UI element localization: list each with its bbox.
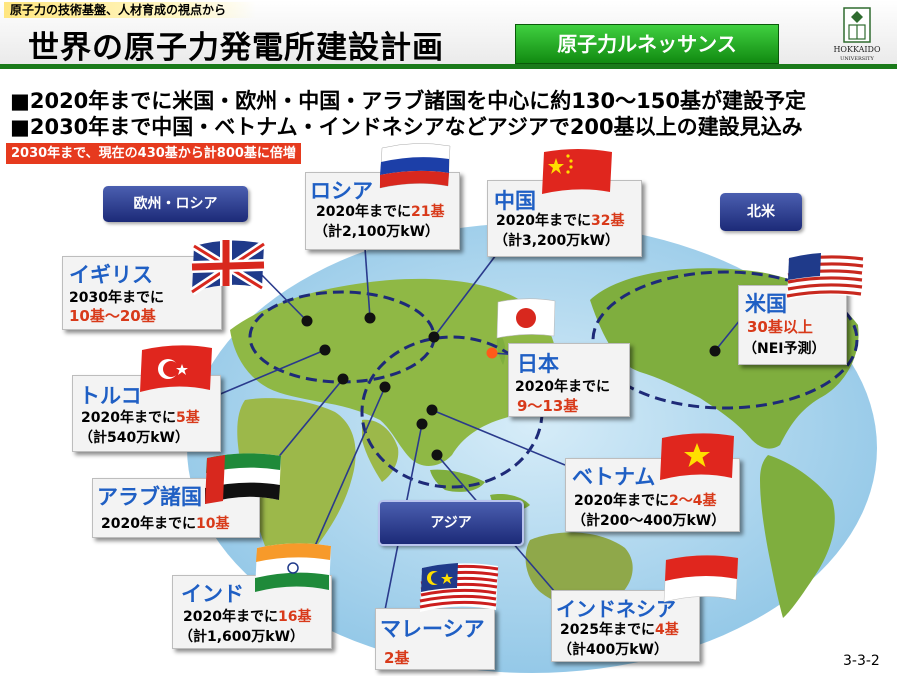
flag-india-icon (255, 543, 331, 592)
callout-china: 中国 2020年までに32基 （計3,200万kW） (487, 180, 642, 257)
china-capacity: （計3,200万kW） (494, 233, 620, 249)
japan-plan-period: 2020年までに (515, 379, 610, 395)
callout-arab: アラブ諸国 2020年までに10基 (92, 478, 260, 538)
flag-russia-icon (379, 143, 451, 189)
callout-india: インド 2020年までに16基 （計1,600万kW） (172, 575, 332, 649)
china-plan: 2020年までに32基 (496, 213, 625, 229)
callout-indonesia: インドネシア 2025年までに4基 （計400万kW） (551, 590, 700, 662)
usa-source: （NEI予測） (743, 341, 826, 357)
vietnam-plan: 2020年までに2～4基 (574, 493, 717, 509)
logo-text: HOKKAIDO (833, 45, 881, 54)
uk-plan-period: 2030年までに (69, 290, 164, 306)
indonesia-capacity: （計400万kW） (558, 642, 668, 658)
country-name-turkey: トルコ (79, 384, 142, 408)
flag-uk-icon (190, 240, 267, 296)
dot-vietnam (426, 404, 438, 416)
land-africa (237, 398, 356, 578)
arab-plan: 2020年までに10基 (101, 516, 230, 532)
country-name-japan: 日本 (517, 352, 559, 376)
dot-india (379, 381, 391, 393)
russia-capacity: （計2,100万kW） (314, 224, 440, 240)
dot-china (428, 331, 440, 343)
japan-plan-count: 9～13基 (517, 397, 579, 415)
india-capacity: （計1,600万kW） (179, 629, 305, 645)
india-plan: 2020年までに16基 (183, 609, 312, 625)
region-label-asia: アジア (378, 500, 524, 546)
land-eurasia (230, 278, 556, 466)
dot-usa (709, 345, 721, 357)
uk-plan-count: 10基～20基 (69, 307, 156, 325)
bullet-2030: ■2030年まで中国・ベトナム・インドネシアなどアジアで200基以上の建設見込み (10, 115, 803, 139)
country-name-russia: ロシア (310, 179, 373, 203)
land-south-america (760, 455, 835, 618)
header-subtitle: 原子力の技術基盤、人材育成の視点から (4, 2, 257, 18)
dot-japan (486, 347, 498, 359)
russia-plan: 2020年までに21基 (316, 204, 445, 220)
turkey-plan: 2020年までに5基 (81, 410, 200, 426)
bullet-2020: ■2020年までに米国・欧州・中国・アラブ諸国を中心に約130～150基が建設予… (10, 89, 806, 113)
region-label-europe: 欧州・ロシア (103, 186, 248, 222)
country-name-malaysia: マレーシア (380, 617, 485, 641)
country-name-india: インド (181, 582, 244, 606)
flag-malaysia-icon (419, 563, 499, 612)
flag-usa-icon (786, 253, 864, 300)
usa-plan: 30基以上 (747, 318, 813, 336)
region-label-north-america: 北米 (720, 193, 802, 231)
country-name-usa: 米国 (745, 292, 787, 316)
callout-malaysia: マレーシア 2基 (375, 608, 495, 670)
dot-arab (337, 373, 349, 385)
country-name-indonesia: インドネシア (556, 597, 676, 621)
land-japan (496, 330, 506, 365)
page-title: 世界の原子力発電所建設計画 (28, 30, 444, 66)
flag-vietnam-icon (660, 433, 734, 480)
north-america-region-outline (591, 270, 859, 410)
callout-japan: 日本 2020年までに 9～13基 (508, 343, 630, 417)
malaysia-plan: 2基 (384, 649, 410, 667)
flag-turkey-icon (140, 345, 212, 392)
dot-turkey (319, 344, 331, 356)
header-divider (0, 64, 897, 69)
country-name-arab: アラブ諸国 (97, 485, 202, 509)
flag-uae-icon (205, 453, 281, 504)
indonesia-plan: 2025年までに4基 (560, 622, 679, 638)
country-name-china: 中国 (494, 189, 536, 213)
flag-china-icon (542, 149, 612, 194)
turkey-capacity: （計540万kW） (79, 430, 189, 446)
dot-uk (301, 315, 313, 327)
flag-japan-icon (496, 298, 556, 339)
page-number: 3-3-2 (843, 653, 880, 669)
hokkaido-university-logo: HOKKAIDO UNIVERSITY (833, 7, 881, 62)
country-name-vietnam: ベトナム (572, 465, 656, 489)
dot-russia (364, 312, 376, 324)
highlight-tag: 2030年まで、現在の430基から計800基に倍増 (6, 143, 301, 164)
vietnam-capacity: （計200～400万kW） (572, 513, 726, 529)
country-name-uk: イギリス (69, 263, 153, 287)
logo-subtext: UNIVERSITY (840, 56, 874, 62)
dot-malaysia (416, 418, 428, 430)
flag-indonesia-icon (663, 555, 739, 603)
dot-indonesia (431, 449, 443, 461)
renaissance-tag: 原子力ルネッサンス (515, 24, 779, 64)
